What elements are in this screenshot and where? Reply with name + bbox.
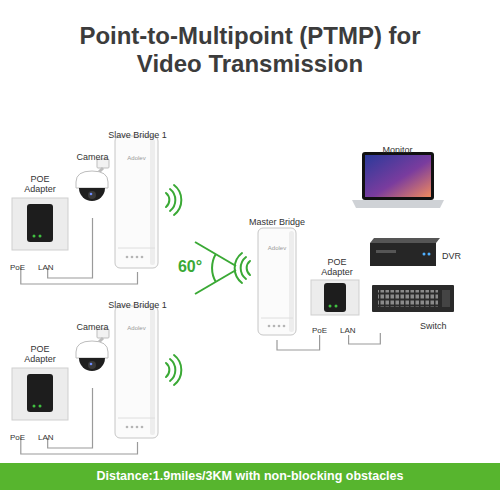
text-holder: PoE [10, 426, 34, 444]
text-holder: PoE [312, 319, 336, 337]
text-holder: LAN [340, 319, 366, 337]
poe-adapter: POE AdapterPoE LAN [308, 256, 366, 335]
cable [277, 335, 320, 350]
device-label: Camera [76, 322, 108, 332]
text-holder: DVR [442, 245, 468, 263]
text-holder: PoE [10, 256, 34, 274]
brand-text: Adolev [268, 245, 286, 252]
port-label: LAN [38, 263, 54, 272]
text-holder: Adolev [115, 146, 158, 164]
text-holder: Switch [420, 315, 456, 333]
title-holder: Point-to-Multipoint (PTMP) for Video Tra… [50, 22, 450, 78]
port-label: LAN [340, 326, 356, 335]
switch: Switch [370, 282, 456, 333]
device-label: Switch [420, 321, 447, 331]
angle-label: 60° [178, 258, 202, 276]
text-holder: Slave Bridge 1 [105, 124, 170, 142]
device-label: DVR [442, 251, 461, 261]
port-label: PoE [10, 433, 25, 442]
cable [48, 388, 93, 448]
monitor: Monitor [345, 138, 450, 218]
device-label: POE Adapter [22, 344, 58, 364]
slave-bridge: Slave Bridge 1 Adolev [105, 122, 170, 272]
port-label: PoE [10, 263, 25, 272]
switch-art [372, 285, 454, 312]
camera: Camera [70, 145, 115, 218]
dvr: DVR [368, 232, 468, 272]
laptop-art [352, 152, 444, 208]
text-holder: Master Bridge [248, 211, 306, 229]
device-label: POE Adapter [22, 174, 58, 194]
poe-adapter-art [311, 280, 359, 315]
device-label: Slave Bridge 1 [108, 300, 167, 310]
text-holder: Adolev [115, 316, 158, 334]
slave-group-art [12, 306, 181, 438]
device-label: Master Bridge [249, 217, 305, 227]
wifi-waves [235, 253, 250, 283]
caption-holder: Distance:1.9miles/3KM with non-blocking … [0, 463, 500, 490]
text-holder: Slave Bridge 1 [105, 294, 170, 312]
text-holder: LAN [38, 256, 64, 274]
slave-bridge: Slave Bridge 1 Adolev [105, 292, 170, 442]
text-holder: POE Adapter [22, 174, 58, 196]
port-label: PoE [312, 326, 327, 335]
camera: Camera [70, 315, 115, 388]
dvr-art [370, 238, 440, 266]
cable [48, 218, 93, 278]
master-bridge-art [258, 228, 296, 335]
text-holder: POE Adapter [319, 257, 355, 279]
caption-text: Distance:1.9miles/3KM with non-blocking … [96, 463, 403, 490]
device-label: Monitor [382, 145, 412, 155]
device-label: Slave Bridge 1 [108, 130, 167, 140]
text-holder: Monitor [345, 139, 450, 157]
device-label: Camera [76, 152, 108, 162]
title-text: Point-to-Multipoint (PTMP) for Video Tra… [50, 22, 450, 78]
text-holder: Camera [70, 316, 115, 334]
brand-text: Adolev [127, 325, 145, 332]
label-holder: 60° [170, 258, 210, 276]
device-label: POE Adapter [319, 257, 355, 277]
master-bridge: Master BridgeAdolev [248, 210, 306, 340]
text-holder: POE Adapter [22, 344, 58, 366]
poe-adapter: POE AdapterPoELAN [8, 172, 72, 268]
text-holder: Camera [70, 146, 115, 164]
port-label: LAN [38, 433, 54, 442]
text-holder: Adolev [258, 236, 296, 254]
text-holder: LAN [38, 426, 64, 444]
slave-group-art [12, 136, 181, 268]
poe-adapter: POE AdapterPoELAN [8, 342, 72, 438]
brand-text: Adolev [127, 155, 145, 162]
